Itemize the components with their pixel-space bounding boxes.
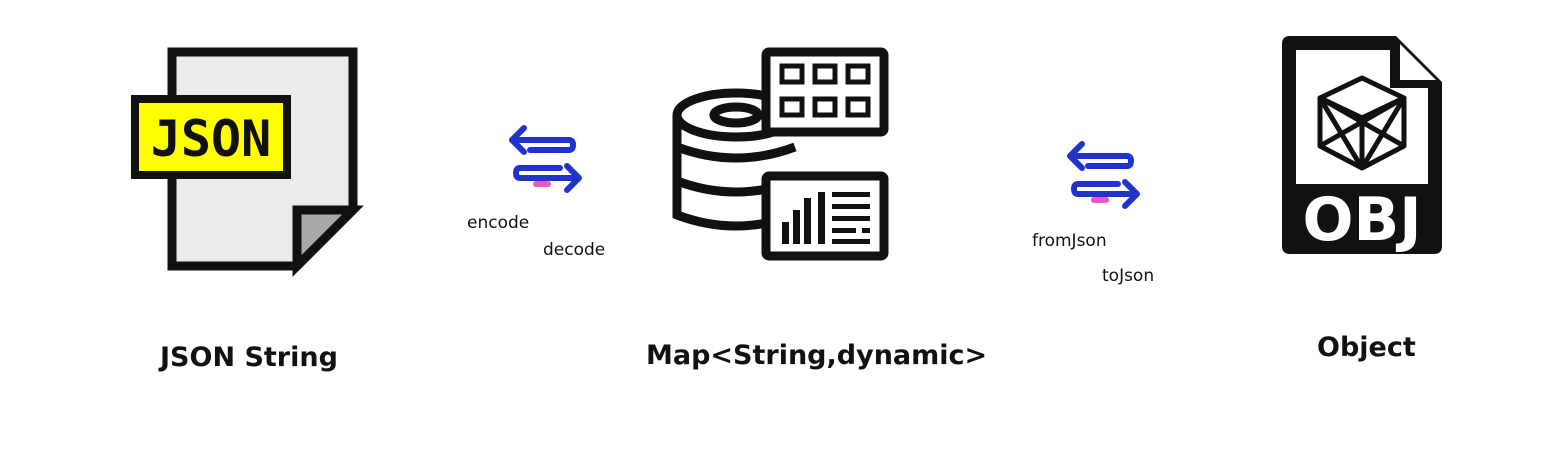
json-badge-text: JSON — [151, 110, 271, 168]
swap-arrows-icon — [1058, 134, 1148, 216]
database-table-chart-icon — [670, 42, 895, 267]
obj-badge-text: OBJ — [1302, 185, 1421, 255]
encode-label: encode — [467, 213, 530, 233]
tojson-label: toJson — [1102, 266, 1155, 286]
decode-label: decode — [543, 240, 606, 260]
obj-file-icon: OBJ — [1282, 34, 1446, 258]
swap-arrows-icon — [500, 118, 590, 200]
fromjson-label: fromJson — [1032, 231, 1107, 251]
json-file-icon: JSON — [130, 45, 364, 277]
map-caption: Map<String,dynamic> — [646, 340, 988, 371]
object-caption: Object — [1317, 332, 1416, 363]
json-string-caption: JSON String — [160, 342, 338, 373]
